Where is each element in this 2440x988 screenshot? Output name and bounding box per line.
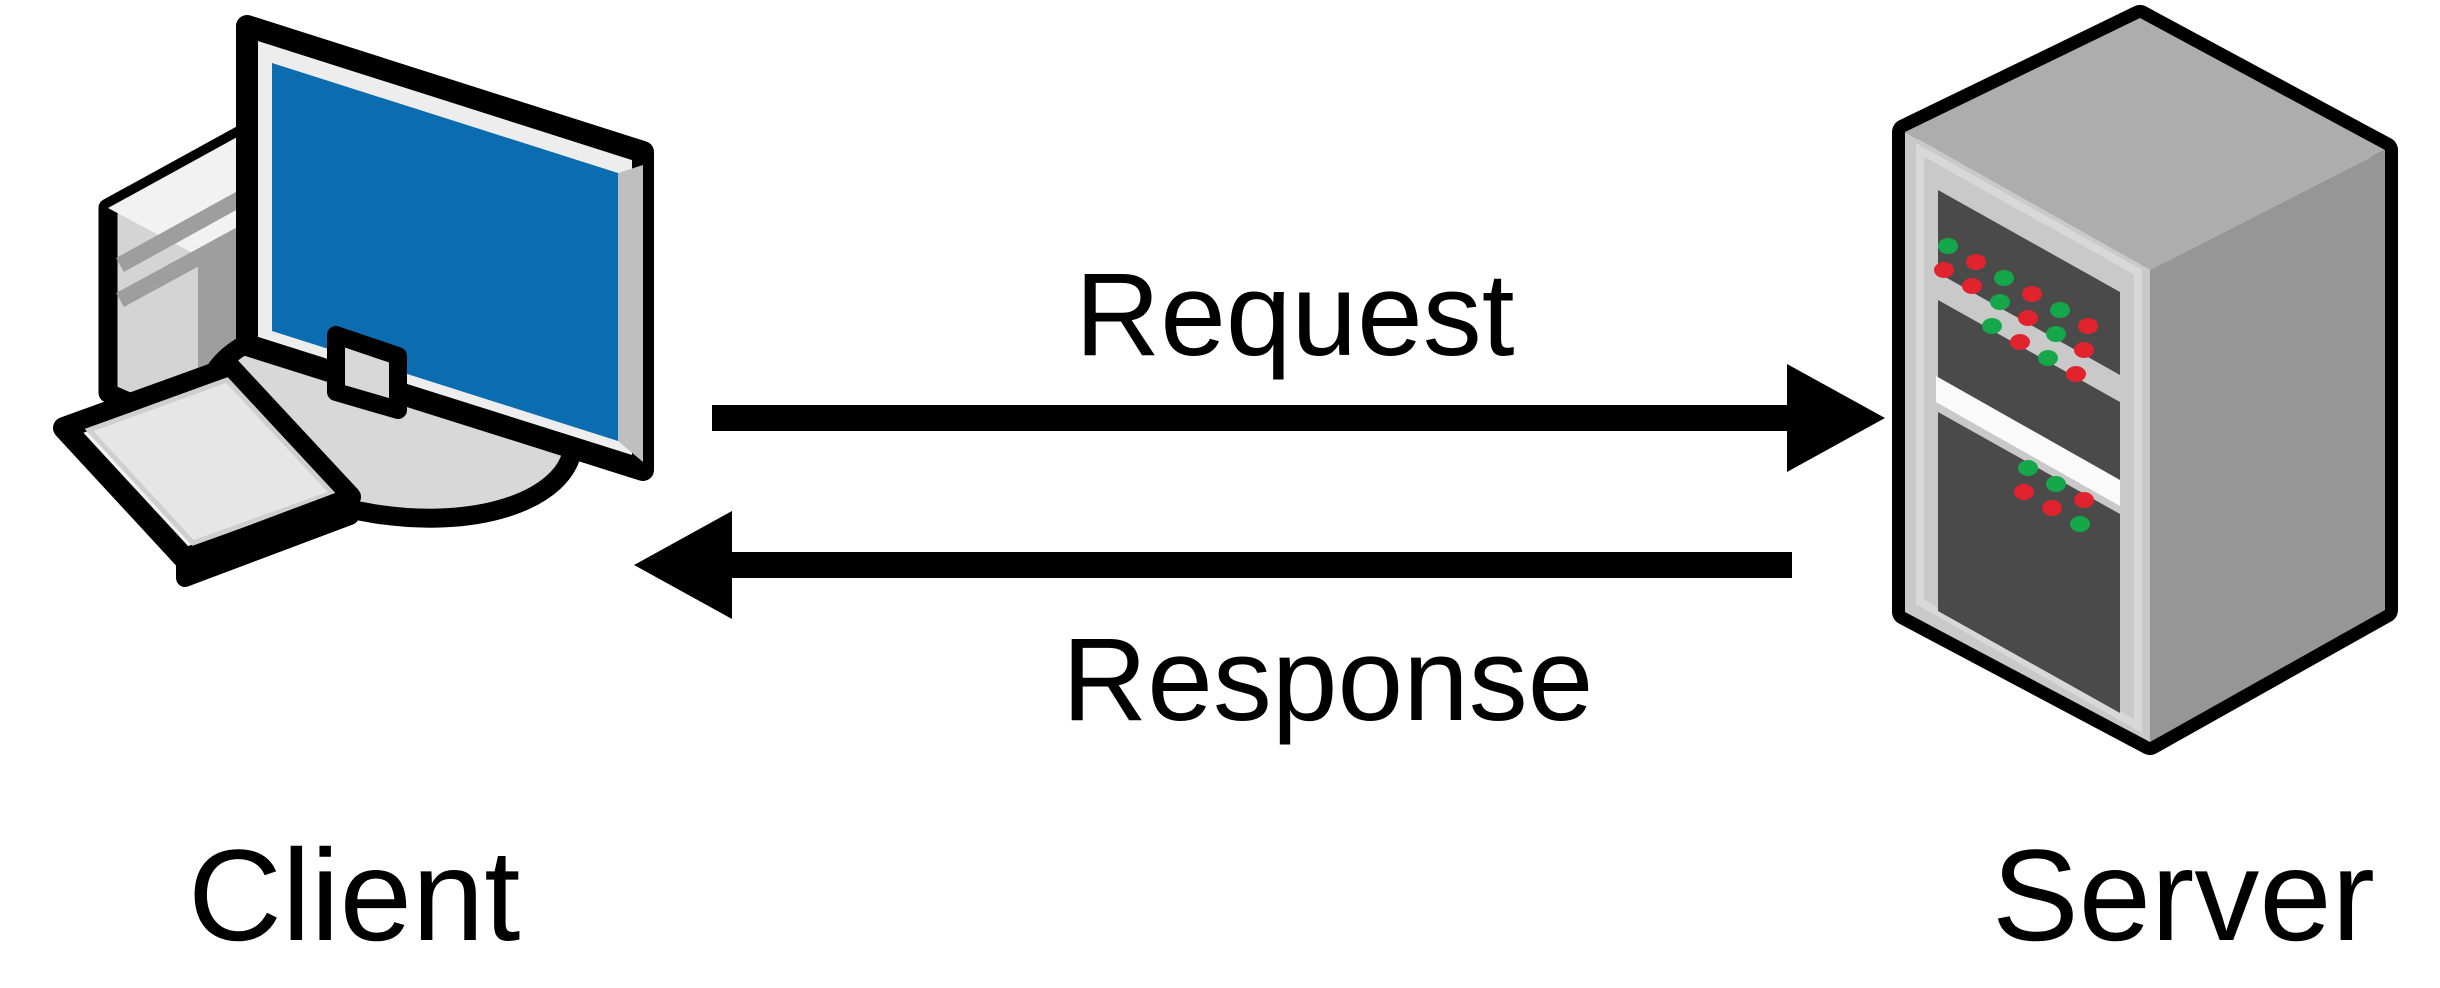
server-bay-2 [1938,300,2120,485]
server-led-cluster-upper [1934,238,2098,382]
led-red [2078,318,2098,334]
keyboard-inset [84,377,337,546]
request-arrow [712,364,1885,472]
server-optical-slot [1936,376,2120,506]
led-green [1994,270,2014,286]
server-tower-icon [1892,5,2398,755]
led-red [2074,492,2094,508]
request-label: Request [1075,249,1515,381]
client-computer-icon [53,15,654,587]
server-bay-5 [1938,528,2120,713]
response-arrow [634,511,1792,619]
response-arrow-shaft [732,552,1792,578]
led-red [2042,500,2062,516]
tower-stripe-1 [116,182,260,273]
led-green [2050,302,2070,318]
response-arrow-head [634,511,732,619]
server-bay-1 [1938,190,2120,375]
led-red [2018,310,2038,326]
client-label: Client [188,822,520,968]
monitor-neck [327,326,407,419]
tower-stripe-2 [116,218,260,308]
led-green [2038,350,2058,366]
monitor-edge-shade [618,165,643,462]
led-red [1966,254,1986,270]
led-green [1990,294,2010,310]
server-drive-bays [1938,190,2120,713]
server-label: Server [1992,822,2375,968]
server-front-inner-edge [1916,143,2142,733]
request-arrow-head [1787,364,1885,472]
led-green [1982,318,2002,334]
led-red [2014,484,2034,500]
monitor-neck-body [327,326,407,419]
server-side-face [2150,150,2385,742]
client-keyboard [53,357,361,587]
server-led-cluster-lower [2014,460,2094,532]
led-red [2066,366,2086,382]
response-label: Response [1062,614,1593,746]
keyboard-edge [176,488,359,587]
led-green [2046,476,2066,492]
led-green [1938,238,1958,254]
led-red [2010,334,2030,350]
led-red [1962,278,1982,294]
led-red [1934,262,1954,278]
server-top-face [1905,18,2385,270]
led-red [2074,342,2094,358]
led-green [2018,460,2038,476]
request-arrow-shaft [712,405,1787,431]
led-green [2070,516,2090,532]
led-green [2046,326,2066,342]
led-red [2022,286,2042,302]
